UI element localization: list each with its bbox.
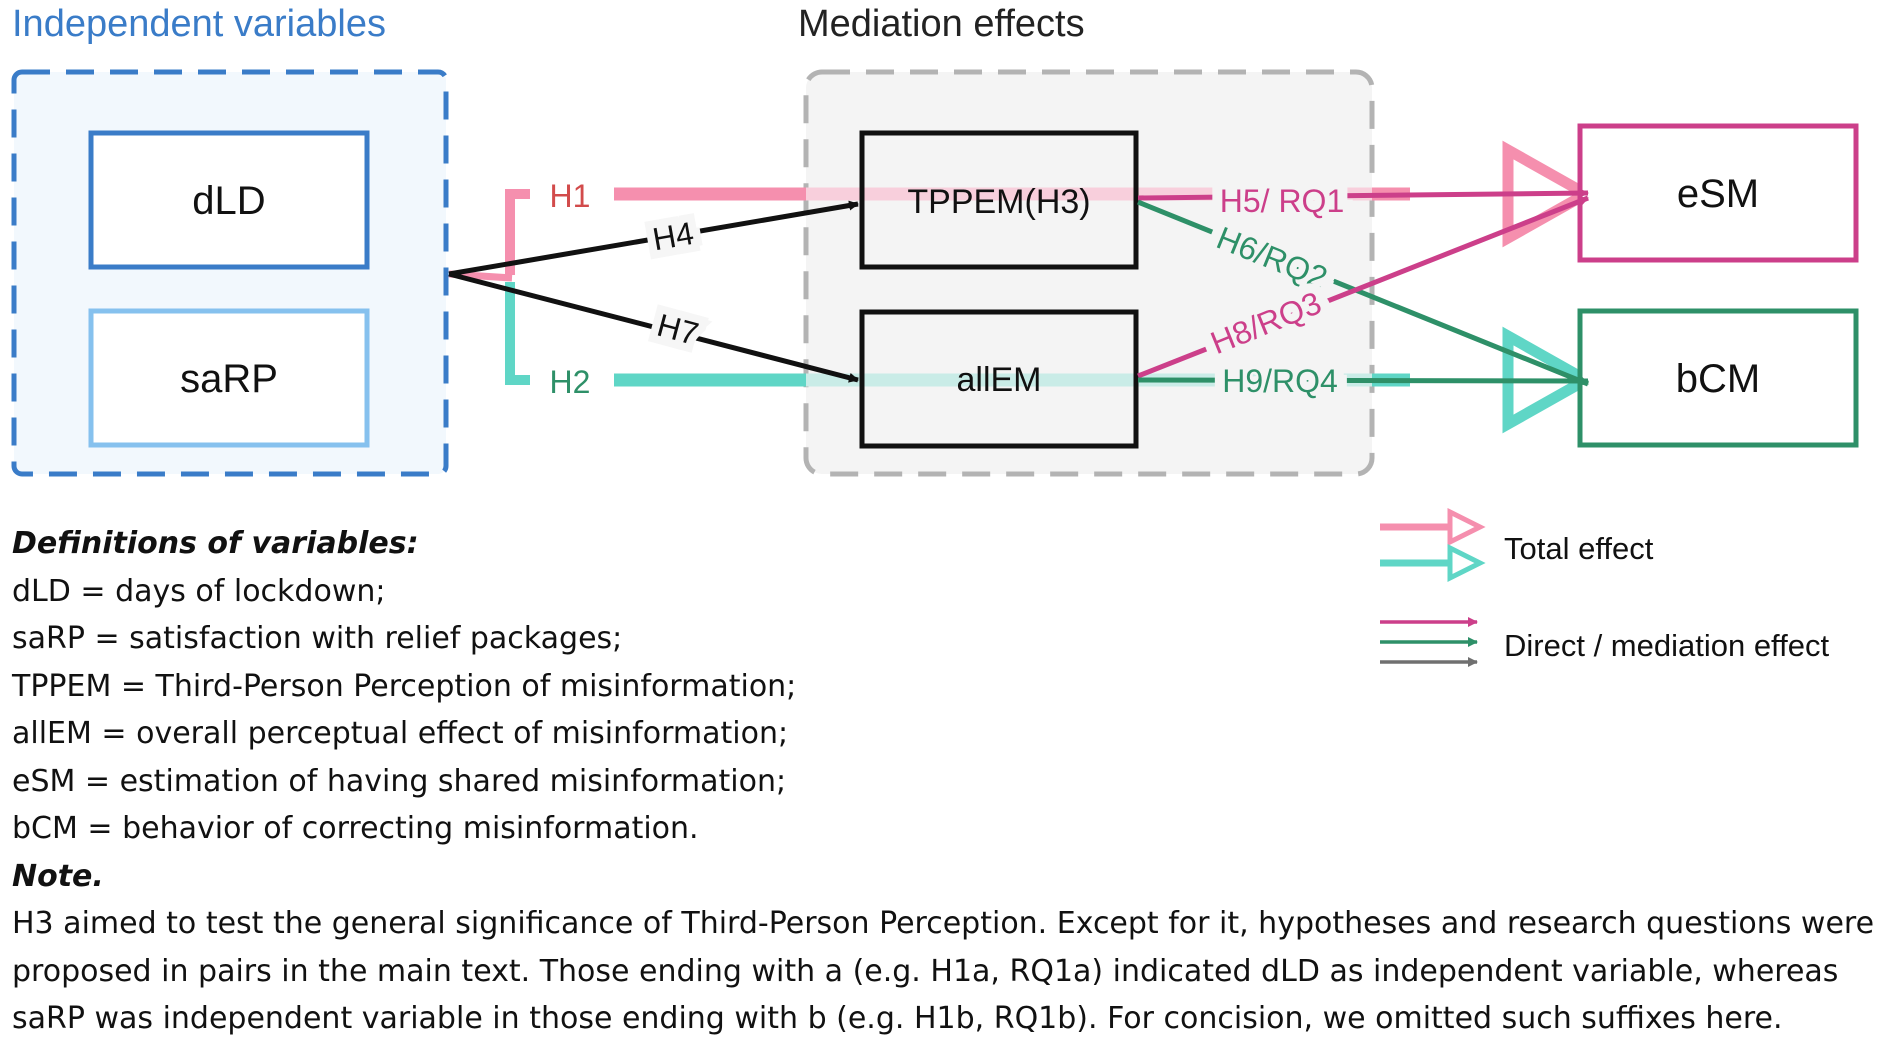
legend-direct-label: Direct / mediation effect [1504,628,1829,663]
node-saRP [88,308,370,448]
path-label-h2: H2 [550,364,591,400]
definitions-and-note: Definitions of variables: dLD = days of … [12,520,1892,1043]
path-label-h9-rq4: H9/RQ4 [1222,363,1338,399]
legend-total-pink-arrowhead [1447,507,1486,547]
path-h9-rq4-arrow [1137,375,1589,386]
definition-saRP: saRP = satisfaction with relief packages… [12,621,623,656]
legend-total-teal-arrowhead [1447,543,1486,583]
node-eSM-label: eSM [1677,172,1759,216]
node-TPPEM-label: TPPEM(H3) [907,183,1090,221]
path-h5-rq1-arrow [1137,188,1589,201]
path-label-h7: H7 [653,307,702,352]
path-label-h5-rq1: H5/ RQ1 [1220,183,1344,219]
node-allEM-label: allEM [956,361,1041,399]
note-text: H3 aimed to test the general significanc… [12,906,1875,1036]
node-dLD-label: dLD [192,179,265,223]
legend: Total effect Direct / mediation effect [1380,507,1829,667]
node-TPPEM [859,130,1139,270]
node-dLD [88,130,370,270]
path-h7-arrow [448,271,859,383]
definition-dLD: dLD = days of lockdown; [12,573,386,609]
mediation-effects-title: Mediation effects [798,3,1085,45]
bracket-h1-total [505,189,530,275]
node-saRP-label: saRP [180,357,278,401]
definition-allEM: allEM = overall perceptual effect of mis… [12,716,789,751]
node-bCM [1577,308,1859,448]
definition-bCM: bCM = behavior of correcting misinformat… [12,811,699,846]
bracket-h2-total [505,282,530,385]
node-bCM-label: bCM [1676,357,1760,401]
legend-total-label: Total effect [1504,531,1654,566]
path-h4-arrow [448,200,859,277]
path-label-h4: H4 [650,215,697,258]
path-h6-rq2-arrow [1137,199,1589,387]
note-heading: Note. [12,858,104,894]
definition-TPPEM: TPPEM = Third-Person Perception of misin… [12,668,797,704]
node-allEM [859,309,1139,449]
independent-variables-title: Independent variables [12,3,386,45]
definitions-heading: Definitions of variables: [12,526,419,561]
definition-eSM: eSM = estimation of having shared misinf… [12,763,787,799]
path-label-h1: H1 [550,178,591,214]
path-h8-rq3-arrow [1137,195,1589,379]
